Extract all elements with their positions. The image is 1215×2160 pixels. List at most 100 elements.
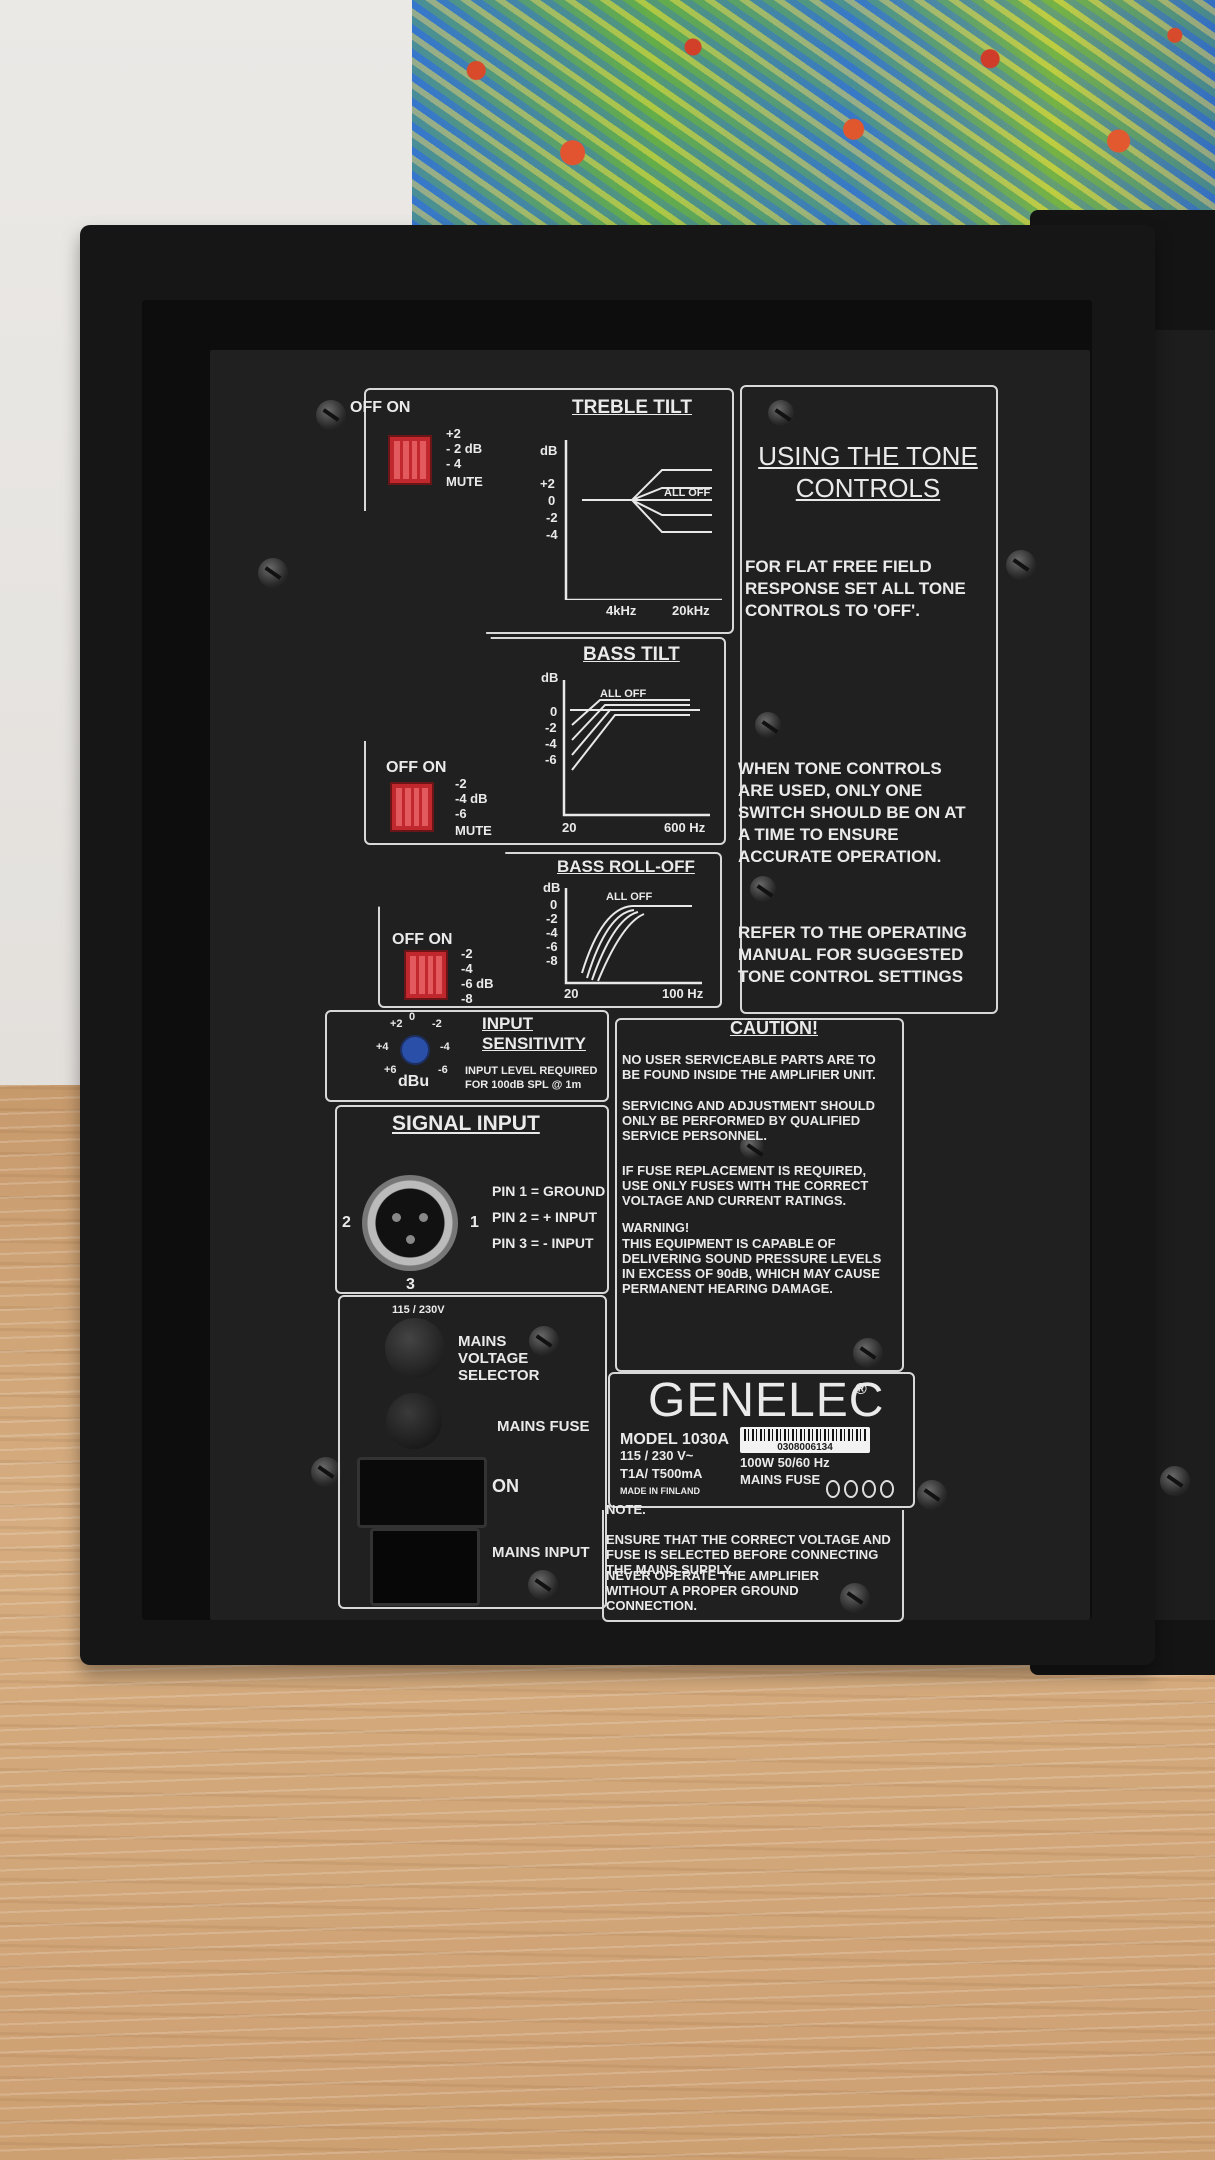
bass-tilt-level: MUTE <box>455 823 492 838</box>
treble-db-label: dB <box>540 443 558 458</box>
bass-tilt-axis: 0 <box>550 704 558 719</box>
screw-icon <box>258 558 288 588</box>
treble-off-on: OFF ON <box>350 399 411 416</box>
serial-number: 0308006134 <box>777 1442 833 1453</box>
sensitivity-knob[interactable] <box>400 1035 430 1065</box>
mains-fuse-holder[interactable] <box>386 1393 442 1449</box>
screw-icon <box>750 876 776 902</box>
signal-pin-1: PIN 1 = GROUND <box>492 1183 606 1199</box>
bass-tilt-title: BASS TILT <box>583 644 680 665</box>
treble-dip-switch[interactable] <box>388 435 432 485</box>
signal-pin-3: PIN 3 = - INPUT <box>492 1235 594 1251</box>
screw-icon <box>529 1326 559 1356</box>
tone-controls-box <box>740 385 998 1014</box>
treble-level: - 4 <box>446 456 462 471</box>
genelec-brand: GENELEC <box>648 1374 885 1427</box>
bass-rolloff-axis: -2 <box>546 911 558 926</box>
bass-rolloff-box <box>378 852 722 1008</box>
sensitivity-mark: +2 <box>390 1018 403 1030</box>
caution-p1: NO USER SERVICEABLE PARTS ARE TO BE FOUN… <box>622 1052 876 1082</box>
treble-f1: 4kHz <box>606 603 637 618</box>
genelec-label-box <box>608 1372 915 1508</box>
rear-panel <box>210 350 1090 1620</box>
screw-icon <box>755 712 781 738</box>
screw-icon <box>528 1570 558 1600</box>
sensitivity-dbu: dBu <box>398 1073 430 1090</box>
bass-rolloff-f1: 20 <box>564 986 579 1001</box>
signal-input-box <box>335 1105 609 1294</box>
treble-curve <box>564 440 722 600</box>
screw-icon <box>768 400 794 426</box>
note-title: NOTE. <box>606 1502 646 1517</box>
treble-axis: -2 <box>546 510 558 525</box>
caution-p3: IF FUSE REPLACEMENT IS REQUIRED, USE ONL… <box>622 1163 869 1208</box>
label-power: 100W 50/60 Hz <box>740 1455 830 1470</box>
signal-pin-number: 3 <box>406 1276 415 1293</box>
note-p2: NEVER OPERATE THE AMPLIFIER WITHOUT A PR… <box>606 1568 820 1613</box>
treble-f2: 20kHz <box>672 603 710 618</box>
bass-tilt-curve <box>562 680 710 817</box>
bass-tilt-off-on: OFF ON <box>386 759 447 776</box>
painting <box>412 0 1215 235</box>
label-made-in: MADE IN FINLAND <box>620 1486 700 1496</box>
signal-pin-2: PIN 2 = + INPUT <box>492 1209 598 1225</box>
treble-tilt-box <box>364 388 734 634</box>
sensitivity-mark: +6 <box>384 1064 397 1076</box>
bass-rolloff-dip-switch[interactable] <box>404 950 448 1000</box>
bass-tilt-db: dB <box>541 670 559 685</box>
bass-rolloff-axis: -4 <box>546 925 558 940</box>
bass-rolloff-axis: 0 <box>550 897 558 912</box>
tone-paragraph-1: FOR FLAT FREE FIELD RESPONSE SET ALL TON… <box>745 557 966 620</box>
screw-icon <box>316 400 346 430</box>
mains-voltage-selector: MAINS VOLTAGE SELECTOR <box>458 1333 540 1384</box>
signal-pin-number: 1 <box>470 1214 479 1231</box>
bass-rolloff-f2: 100 Hz <box>662 986 704 1001</box>
screw-icon <box>840 1583 870 1613</box>
screw-icon <box>853 1338 883 1368</box>
bass-rolloff-axis: -8 <box>546 953 558 968</box>
sensitivity-title: INPUT SENSITIVITY <box>482 1014 586 1053</box>
treble-all-off: ALL OFF <box>664 487 711 499</box>
certification-marks-icon <box>826 1480 894 1498</box>
bass-rolloff-all-off: ALL OFF <box>606 891 653 903</box>
caution-p2: SERVICING AND ADJUSTMENT SHOULD ONLY BE … <box>622 1098 876 1143</box>
serial-barcode: 0308006134 <box>740 1427 870 1453</box>
caution-box <box>615 1018 904 1372</box>
bass-rolloff-level: -6 dB <box>461 976 494 991</box>
label-voltage: 115 / 230 V~ <box>620 1448 694 1463</box>
tone-paragraph-2: WHEN TONE CONTROLS ARE USED, ONLY ONE SW… <box>738 759 966 866</box>
xlr-input-jack[interactable] <box>362 1175 458 1271</box>
mains-box <box>338 1295 607 1609</box>
bass-rolloff-level: -8 <box>461 991 473 1006</box>
bass-rolloff-level: -2 <box>461 946 473 961</box>
voltage-selector-knob[interactable] <box>385 1318 445 1378</box>
bass-rolloff-db: dB <box>543 880 561 895</box>
bass-tilt-level: -2 <box>455 776 467 791</box>
power-on-label: ON <box>492 1476 519 1496</box>
bass-tilt-axis: -2 <box>545 720 557 735</box>
note-box <box>602 1510 904 1622</box>
screw-icon <box>917 1480 947 1510</box>
bass-tilt-dip-switch[interactable] <box>390 782 434 832</box>
sensitivity-mark: -4 <box>440 1041 450 1053</box>
treble-level: MUTE <box>446 474 483 489</box>
genelec-reg: ® <box>855 1381 867 1398</box>
treble-axis: 0 <box>548 493 556 508</box>
bass-tilt-axis: -6 <box>545 752 557 767</box>
bass-tilt-box <box>364 637 726 845</box>
sensitivity-mark: 0 <box>409 1011 416 1023</box>
note-p1: ENSURE THAT THE CORRECT VOLTAGE AND FUSE… <box>606 1532 891 1577</box>
power-switch[interactable] <box>357 1457 487 1528</box>
sensitivity-mark: +4 <box>376 1041 389 1053</box>
treble-title: TREBLE TILT <box>572 397 692 418</box>
bass-rolloff-curve <box>564 888 702 985</box>
bass-tilt-level: -6 <box>455 806 467 821</box>
model-number: MODEL 1030A <box>620 1431 730 1448</box>
mains-input-socket[interactable] <box>370 1528 480 1606</box>
bass-tilt-axis: -4 <box>545 736 557 751</box>
label-mains-fuse: MAINS FUSE <box>740 1472 821 1487</box>
sensitivity-mark: -6 <box>438 1064 448 1076</box>
bass-tilt-level: -4 dB <box>455 791 488 806</box>
mains-voltage: 115 / 230V <box>392 1304 445 1316</box>
bass-rolloff-level: -4 <box>461 961 473 976</box>
